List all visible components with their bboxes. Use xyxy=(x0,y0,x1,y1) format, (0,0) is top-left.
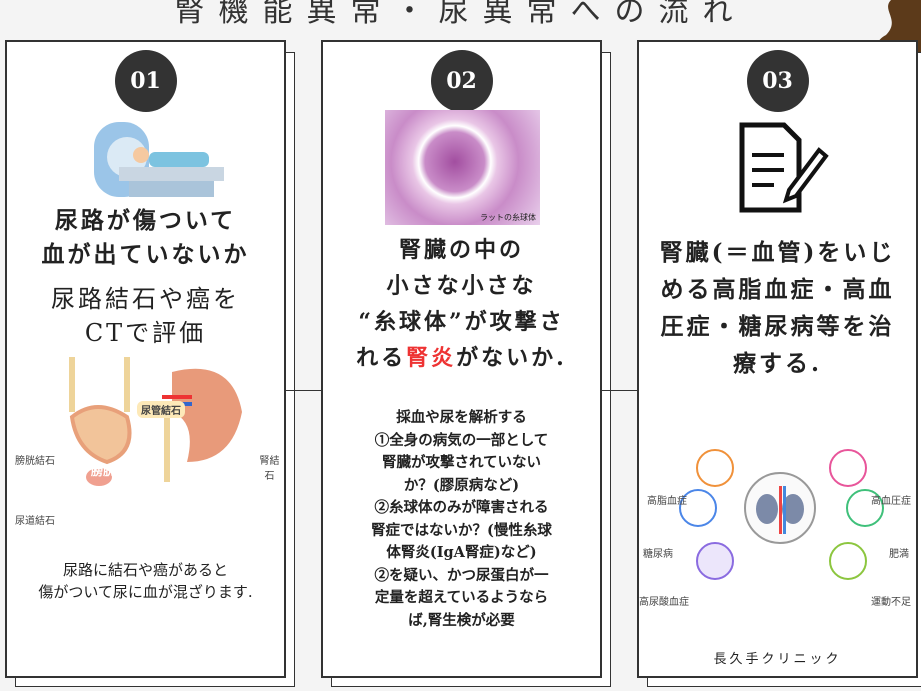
body-line: 定量を超えているようなら xyxy=(374,589,549,606)
note-line: 傷がついて尿に血が混ざります. xyxy=(38,583,253,601)
image-caption: ラットの糸球体 xyxy=(480,213,536,222)
heading-line: 血が出ていないか xyxy=(41,241,250,268)
step-number: 02 xyxy=(430,50,493,112)
label-hyperlipidemia: 高脂血症 xyxy=(647,496,687,507)
label-diabetes: 糖尿病 xyxy=(643,549,673,560)
body-line: 採血や尿を解析する xyxy=(396,409,527,426)
connector-line xyxy=(601,390,637,391)
heading-line: “糸球体”が攻撃さ xyxy=(358,309,565,335)
heading-line: 腎臓(＝血管)をいじ xyxy=(659,239,896,266)
step-number: 01 xyxy=(114,50,177,112)
body-line: 腎臓が攻撃されていない xyxy=(381,454,542,471)
step-card-3: 03 腎臓(＝血管)をいじ める高脂血症・高血 圧症・糖尿病等を治 療する. 高… xyxy=(637,40,918,678)
label-obesity: 肥満 xyxy=(889,549,909,560)
note-line: 尿路に結石や癌があると xyxy=(62,561,228,579)
label-bladder-stone: 膀胱結石 xyxy=(15,456,55,467)
body-line: か？(膠原病など) xyxy=(403,476,520,494)
heading-text: れる xyxy=(356,345,407,371)
label-urethra-stone: 尿道結石 xyxy=(15,516,55,527)
label-kidney-stone: 腎結石 xyxy=(259,456,280,482)
heading-line: 療する. xyxy=(732,350,822,377)
heading-text: がないか. xyxy=(456,345,567,371)
body-line: ば,腎生検が必要 xyxy=(408,611,515,629)
heading-line: 尿路が傷ついて xyxy=(54,207,237,234)
ct-scanner-icon xyxy=(94,122,224,197)
hyperlipidemia-icon xyxy=(696,449,734,487)
subheading-line: CTで評価 xyxy=(84,319,207,347)
heading-line: 小さな小さな xyxy=(386,273,537,299)
label-kidney: 腎臓 xyxy=(194,494,219,508)
step-card-2: 02 ラットの糸球体 腎臓の中の 小さな小さな “糸球体”が攻撃さ れる腎炎がな… xyxy=(321,40,602,678)
inactivity-icon xyxy=(829,542,867,580)
obesity-icon xyxy=(846,489,884,527)
label-bladder: 膀胱 xyxy=(91,464,116,478)
glomerulus-micrograph: ラットの糸球体 xyxy=(385,110,540,225)
heading-line: 圧症・糖尿病等を治 xyxy=(660,313,895,340)
label-hyperuricemia: 高尿酸血症 xyxy=(639,597,689,608)
heading-line: める高脂血症・高血 xyxy=(660,276,895,303)
hypertension-icon xyxy=(829,449,867,487)
connector-line xyxy=(285,390,321,391)
body-line: 体腎炎(IgA腎症)など) xyxy=(386,544,537,561)
heading-line: 腎臓の中の xyxy=(398,237,524,263)
hyperuricemia-icon xyxy=(696,542,734,580)
step-card-1: 01 尿路が傷ついて 血が出ていないか 尿路結石や癌を CTで評価 尿管結石 膀… xyxy=(5,40,286,678)
body-line: ①全身の病気の一部として xyxy=(374,431,549,449)
body-line: ②糸球体のみが障害される xyxy=(374,499,549,516)
page-title: 腎機能異常・尿異常への流れ xyxy=(174,0,747,29)
body-line: 腎症ではないか？(慢性糸球 xyxy=(371,521,552,539)
step-number: 03 xyxy=(746,50,809,112)
label-inactivity: 運動不足 xyxy=(871,597,911,608)
label-hypertension: 高血圧症 xyxy=(871,496,911,507)
clinic-name: 長久手クリニック xyxy=(713,652,842,667)
document-pen-icon xyxy=(739,122,829,213)
diabetes-icon xyxy=(679,489,717,527)
urinary-stone-diagram xyxy=(69,357,242,486)
subheading-line: 尿路結石や癌を xyxy=(51,285,240,313)
heading-line: れる腎炎がないか. xyxy=(323,340,600,376)
highlight-nephritis: 腎炎 xyxy=(406,345,457,371)
label-ureter-stone: 尿管結石 xyxy=(137,401,185,418)
kidney-center-icon xyxy=(744,472,816,544)
body-line: ②を疑い、かつ尿蛋白が一 xyxy=(374,566,549,584)
